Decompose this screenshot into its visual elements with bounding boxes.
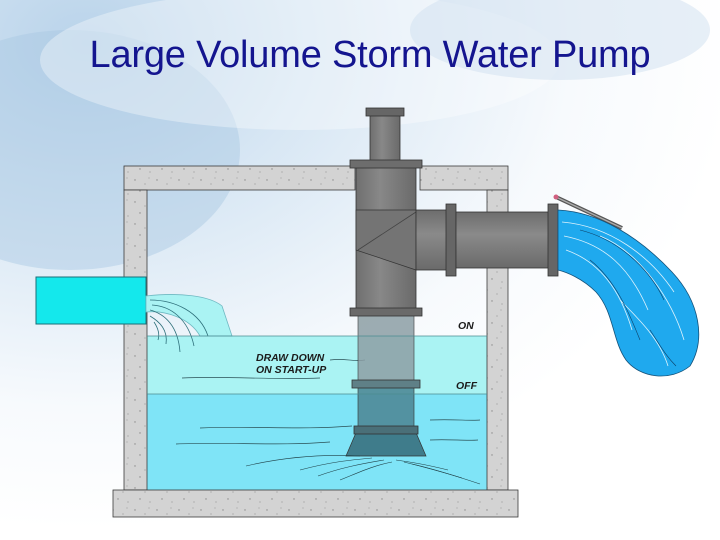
cloud-shadow [0, 30, 240, 270]
draw-down-label-line2: ON START-UP [256, 364, 327, 376]
inlet-pipe [35, 276, 147, 325]
slide-title: Large Volume Storm Water Pump [89, 34, 651, 76]
discharge-flow-lines [561, 221, 685, 367]
water-lower-zone [147, 394, 487, 490]
riser-pipe [345, 107, 427, 457]
on-level-label: ON [458, 320, 474, 332]
flap-valve [553, 194, 623, 230]
pipe-flanges [349, 307, 423, 435]
water-ripples [175, 359, 481, 445]
discharge-flow-lines-dark [579, 229, 677, 367]
discharge-pipe [415, 203, 559, 277]
draw-down-label-line1: DRAW DOWN [256, 352, 325, 364]
off-level-label: OFF [456, 380, 478, 392]
discharge-water [557, 209, 700, 377]
suction-flow-lines [245, 455, 481, 485]
cloud [410, 0, 710, 80]
water-upper-zone [147, 336, 487, 394]
inlet-flow-lines [149, 299, 209, 353]
